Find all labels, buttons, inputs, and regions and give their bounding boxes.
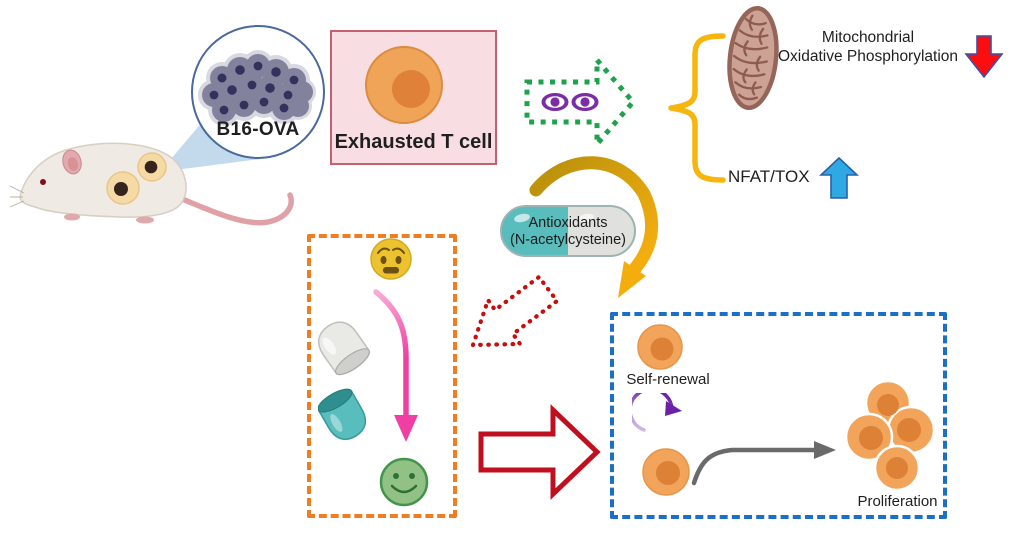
brace-icon: [668, 33, 726, 183]
oxphos-line2: Oxidative Phosphorylation: [777, 48, 959, 66]
t-cell-icon: [642, 448, 690, 496]
t-cell-icon: [637, 324, 683, 370]
curved-arrow-icon: [529, 156, 659, 298]
mitochondria-icon: [727, 5, 779, 111]
dotted-arrow-icon: [470, 274, 560, 348]
treatment-effect-box: [307, 234, 457, 518]
nfat-tox-label: NFAT/TOX: [728, 167, 810, 186]
proliferation-label: Proliferation: [857, 493, 938, 510]
oxphos-label: Mitochondrial Oxidative Phosphorylation: [768, 28, 968, 67]
outcome-box: [610, 312, 947, 519]
pink-arrow-icon: [373, 289, 418, 442]
antioxidants-line2: (N-acetylcysteine): [509, 232, 627, 248]
capsule-half-white-icon: [317, 321, 371, 376]
capsule-half-teal-icon: [318, 388, 367, 441]
anguished-face-icon: [370, 238, 412, 280]
down-arrow-icon: [964, 35, 1004, 79]
exhausted-t-cell-label: Exhausted T cell: [334, 131, 493, 153]
antioxidants-label: Antioxidants (N-acetylcysteine): [502, 215, 634, 249]
eye-icon: [571, 93, 599, 111]
eye-icon: [541, 93, 569, 111]
observe-arrow: [524, 53, 637, 151]
tumor-cells-icon: [191, 25, 325, 159]
mouse-eye: [40, 179, 46, 185]
smiley-face-icon: [379, 457, 429, 507]
cell-cluster-icon: [844, 379, 936, 492]
mouse-whiskers: [10, 185, 25, 208]
mouse-tail: [177, 192, 294, 226]
b16-ova-label: B16-OVA: [216, 119, 300, 140]
up-arrow-icon: [818, 156, 860, 199]
block-arrow-icon: [478, 404, 601, 500]
gray-arrow-icon: [691, 441, 836, 486]
oxphos-line1: Mitochondrial: [821, 29, 915, 46]
cycle-arrow-icon: [632, 393, 682, 432]
self-renewal-label: Self-renewal: [626, 371, 710, 388]
t-cell-icon: [365, 46, 443, 124]
antioxidants-line1: Antioxidants: [528, 215, 608, 231]
mouse-icon: [10, 142, 294, 226]
capsule-icon: Antioxidants (N-acetylcysteine): [500, 205, 636, 257]
